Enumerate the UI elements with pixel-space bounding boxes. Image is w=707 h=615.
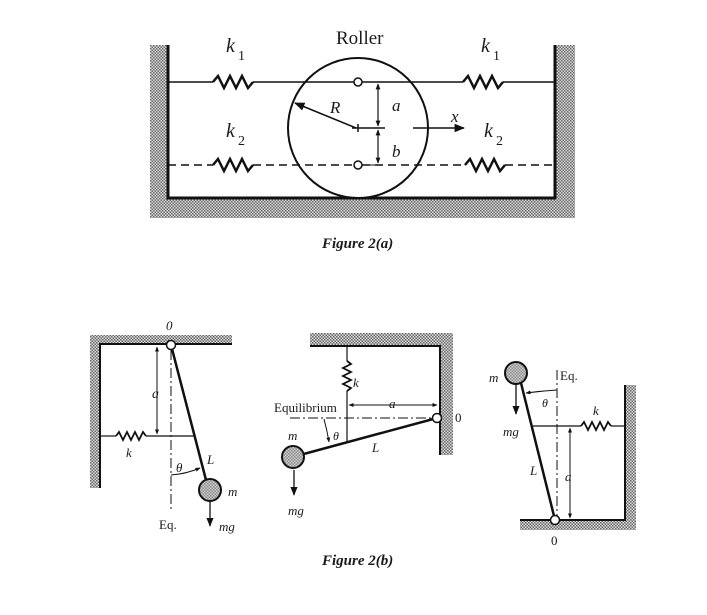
- label-k2-left-sub: 2: [238, 134, 245, 149]
- label-dim-a: a: [565, 469, 572, 484]
- spring-k2-left: [168, 156, 354, 174]
- figure-2b-left: 0 a k L θ m mg Eq.: [90, 318, 237, 534]
- pin-bottom: [353, 160, 363, 170]
- label-angle: θ: [176, 460, 183, 475]
- support-edge: [520, 385, 626, 521]
- support-hatch: [310, 333, 453, 455]
- label-mass: m: [228, 484, 237, 499]
- label-displacement: x: [450, 107, 459, 126]
- spring: [580, 419, 612, 433]
- pivot: [549, 514, 561, 526]
- label-weight: mg: [219, 519, 235, 534]
- angle-arc: [323, 418, 331, 443]
- label-k1-right-sub: 1: [493, 49, 500, 64]
- label-weight: mg: [503, 424, 519, 439]
- label-mass: m: [288, 428, 297, 443]
- label-spring: k: [593, 403, 599, 418]
- label-radius: R: [329, 98, 341, 117]
- label-pivot: 0: [455, 410, 462, 425]
- support-edge: [99, 343, 232, 488]
- label-spring: k: [353, 375, 359, 390]
- spring: [340, 360, 354, 392]
- pin-top: [353, 77, 363, 87]
- pendulum-rod: [169, 344, 208, 481]
- radius-arrow: [294, 102, 357, 129]
- pivot: [431, 412, 443, 424]
- figure-2a: Roller k 1 k 1 k 2 k 2 R a b x Figure 2(…: [150, 28, 575, 252]
- label-k2-left: k: [226, 120, 236, 142]
- support-hatch: [520, 385, 636, 530]
- spring-k1-left: [168, 73, 354, 91]
- figure-2b-middle: k Equilibrium a 0 m θ L mg: [274, 333, 462, 518]
- label-k2-right-sub: 2: [496, 134, 503, 149]
- label-length: L: [371, 440, 379, 455]
- ground-hatch: [150, 45, 575, 218]
- label-dim-a: a: [392, 96, 401, 115]
- roller-title: Roller: [336, 28, 384, 49]
- label-spring: k: [126, 445, 132, 460]
- label-weight: mg: [288, 503, 304, 518]
- pendulum-rod: [299, 416, 438, 457]
- figure-2b-right: m Eq. θ k mg L a 0: [489, 361, 636, 548]
- label-pivot: 0: [166, 318, 173, 333]
- label-pivot: 0: [551, 533, 558, 548]
- pivot: [165, 339, 177, 351]
- bob: [281, 445, 305, 469]
- angle-arc: [525, 389, 558, 395]
- bob: [198, 478, 222, 502]
- label-length: L: [529, 463, 537, 478]
- caption-figure-2b: Figure 2(b): [321, 553, 393, 569]
- label-dim-a: a: [152, 387, 159, 402]
- label-angle: θ: [333, 429, 339, 443]
- angle-arc: [170, 467, 201, 476]
- label-angle: θ: [542, 396, 548, 410]
- label-mass: m: [489, 370, 498, 385]
- label-dim-a: a: [389, 396, 396, 411]
- label-equilibrium: Equilibrium: [274, 400, 337, 415]
- spring: [115, 429, 147, 443]
- label-k1-left: k: [226, 35, 236, 57]
- label-k2-right: k: [484, 120, 494, 142]
- label-k1-left-sub: 1: [238, 49, 245, 64]
- label-eq: Eq.: [159, 517, 177, 532]
- pendulum-rod: [519, 382, 557, 521]
- label-dim-b: b: [392, 142, 401, 161]
- label-eq: Eq.: [560, 368, 578, 383]
- label-k1-right: k: [481, 35, 491, 57]
- bob: [504, 361, 528, 385]
- caption-figure-2a: Figure 2(a): [321, 236, 393, 252]
- label-length: L: [206, 452, 214, 467]
